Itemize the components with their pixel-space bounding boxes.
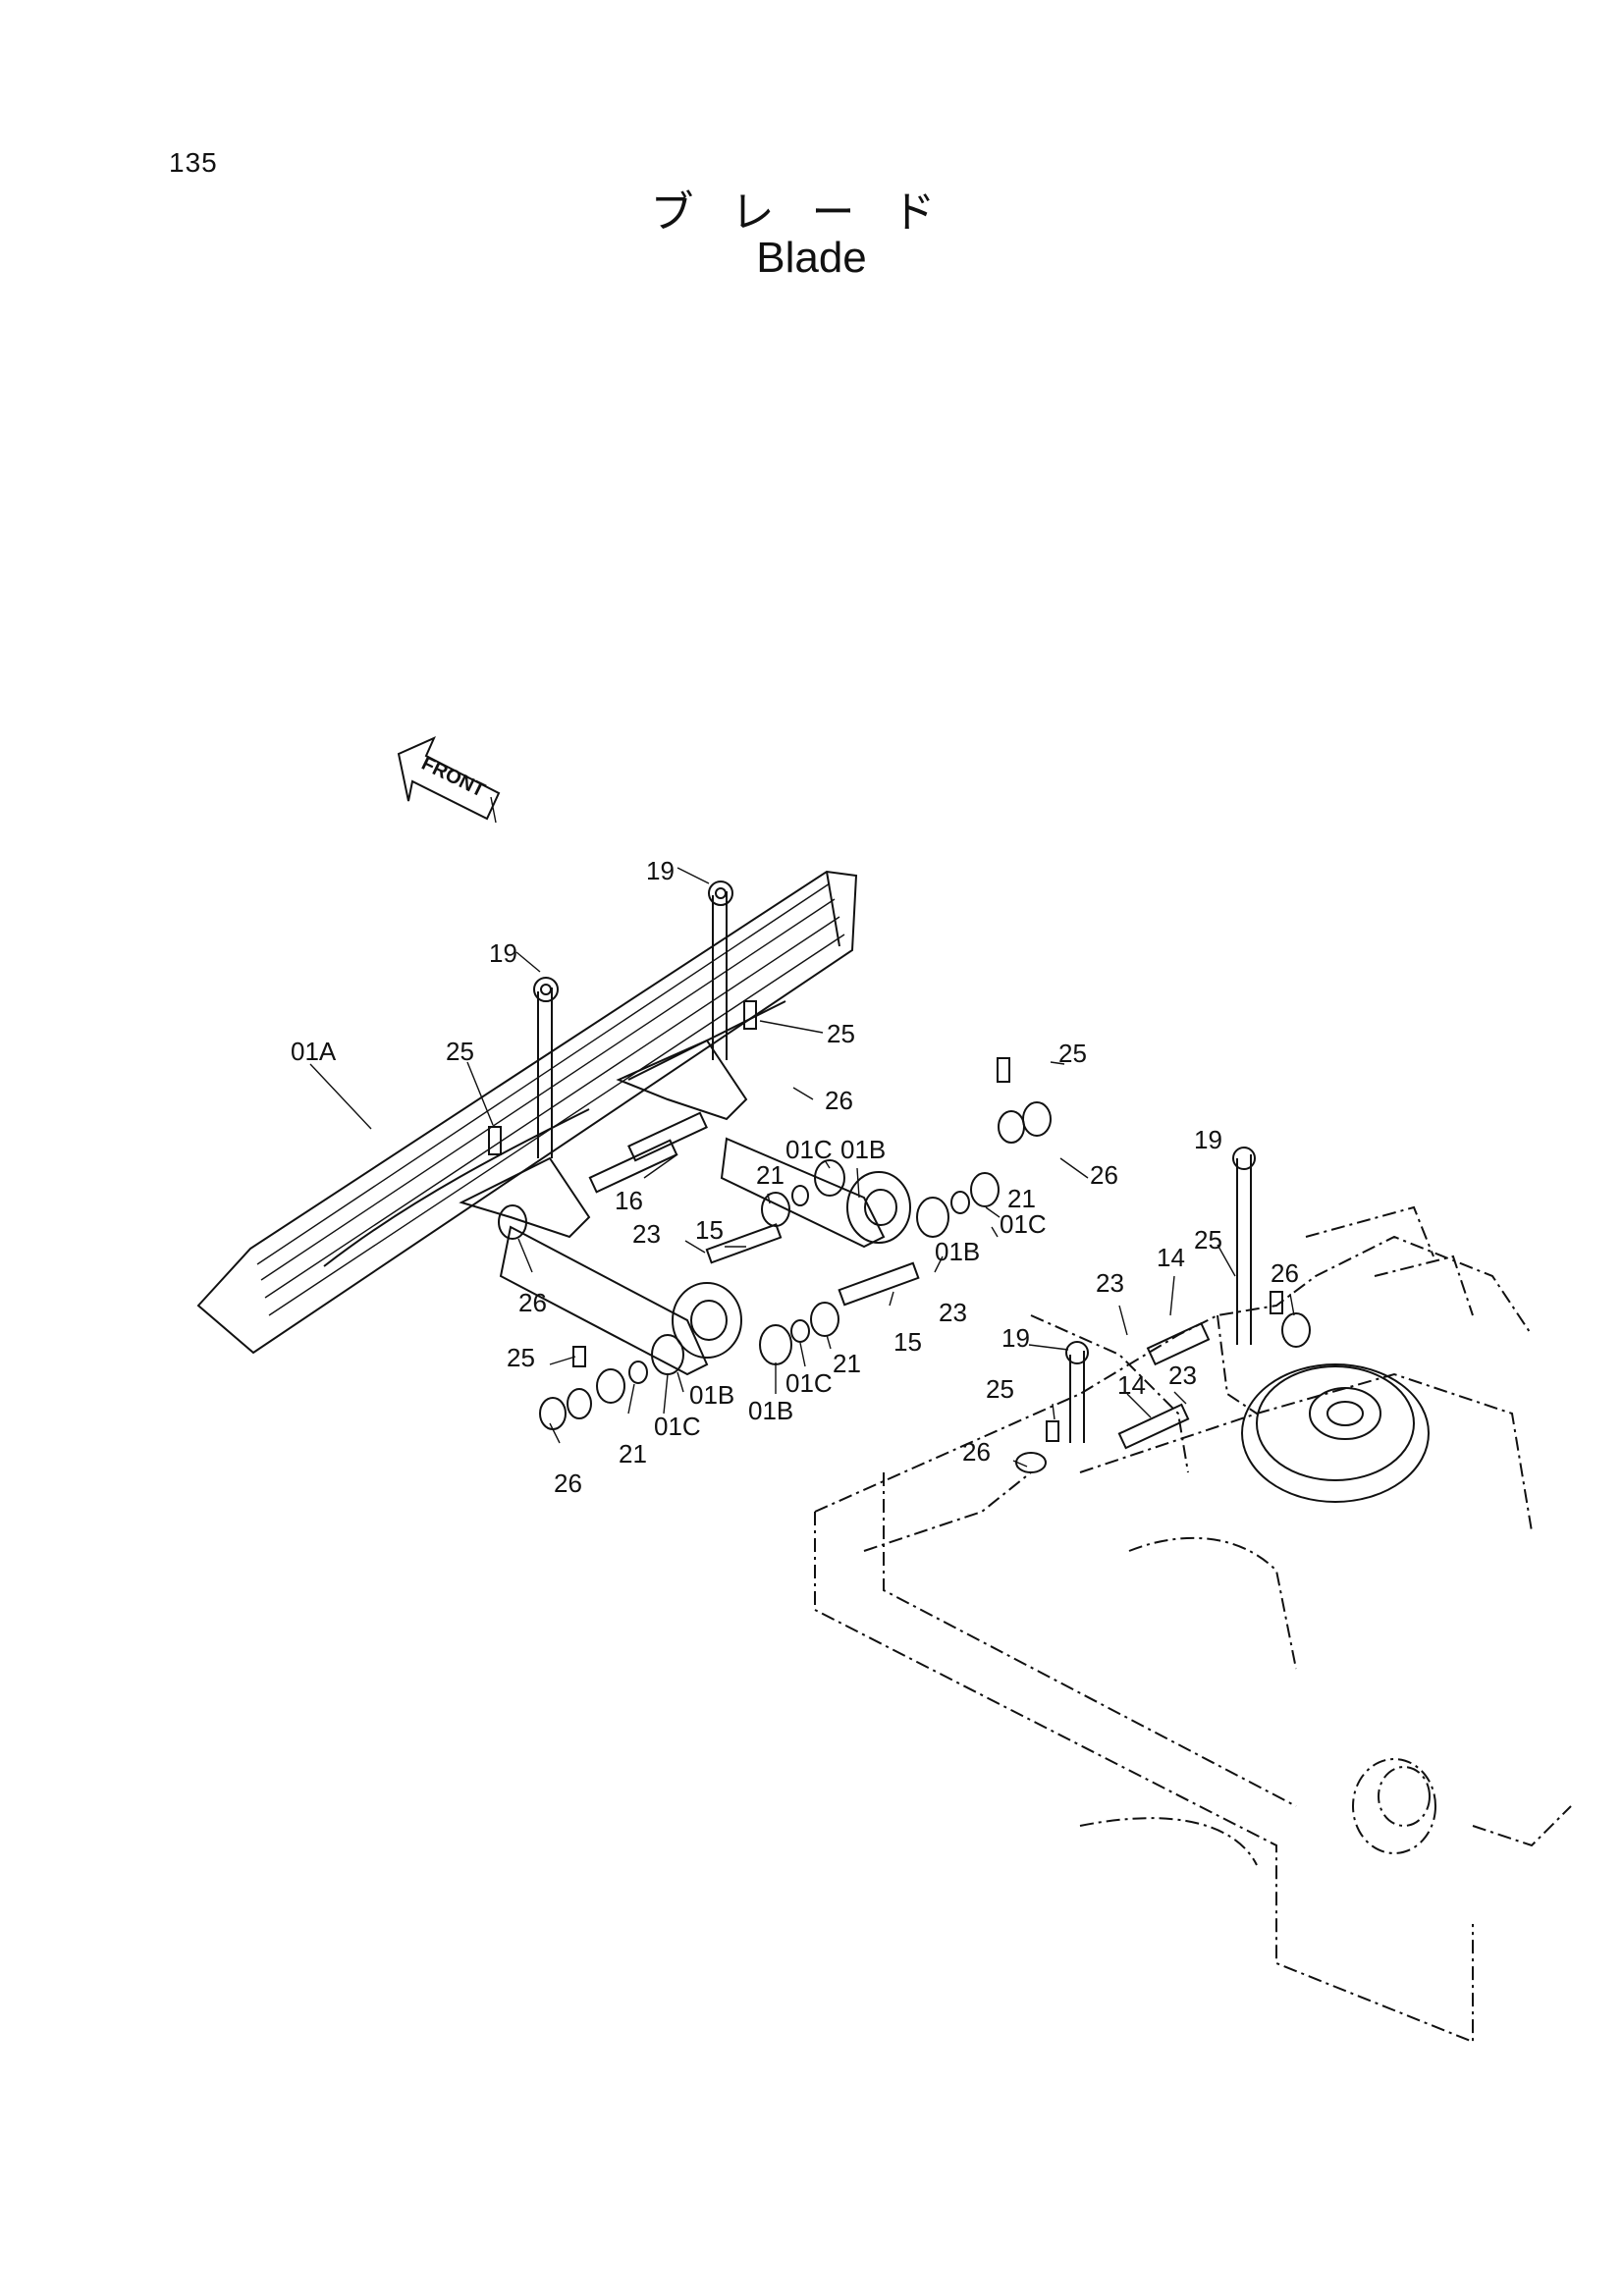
- part-label-25: 25: [1058, 1039, 1087, 1068]
- part-labels: 19 19 01A 25 25 26 25 26 16 21 01C 01B 0…: [291, 856, 1299, 1498]
- part-label-26: 26: [1271, 1258, 1299, 1288]
- part-label-26: 26: [962, 1437, 991, 1467]
- part-label-26: 26: [1090, 1160, 1118, 1190]
- part-label-21: 21: [756, 1160, 784, 1190]
- frame-brackets: [1065, 1147, 1256, 1443]
- part-label-01C: 01C: [654, 1412, 701, 1441]
- part-label-21: 21: [833, 1349, 861, 1378]
- part-label-23: 23: [939, 1298, 967, 1327]
- part-label-14: 14: [1117, 1370, 1146, 1400]
- part-label-26: 26: [825, 1086, 853, 1115]
- part-label-23: 23: [1168, 1361, 1197, 1390]
- part-label-15: 15: [695, 1215, 724, 1245]
- part-label-01C: 01C: [1000, 1209, 1047, 1239]
- part-label-21: 21: [1007, 1184, 1036, 1213]
- part-label-16: 16: [615, 1186, 643, 1215]
- part-label-01B: 01B: [748, 1396, 793, 1425]
- title-english: Blade: [756, 234, 867, 282]
- part-label-14: 14: [1157, 1243, 1185, 1272]
- part-label-15: 15: [893, 1327, 922, 1357]
- part-label-19: 19: [1194, 1125, 1222, 1154]
- swing-bearing: [1241, 1363, 1430, 1503]
- roll-pins: [488, 1000, 1283, 1442]
- part-label-25: 25: [446, 1037, 474, 1066]
- part-label-21: 21: [619, 1439, 647, 1468]
- part-label-19: 19: [646, 856, 675, 885]
- front-arrow: FRONT: [397, 736, 501, 824]
- part-label-25: 25: [827, 1019, 855, 1048]
- part-label-19: 19: [489, 938, 517, 968]
- leader-lines: [309, 867, 1295, 1468]
- page-number: 135: [169, 147, 218, 178]
- part-label-26: 26: [518, 1288, 547, 1317]
- part-label-01B: 01B: [935, 1237, 980, 1266]
- blade-arms: [499, 1137, 911, 1376]
- part-label-01C: 01C: [785, 1135, 833, 1164]
- blade-shape: [196, 870, 858, 1355]
- part-label-01B: 01B: [689, 1380, 734, 1410]
- part-label-01A: 01A: [291, 1037, 337, 1066]
- part-label-23: 23: [632, 1219, 661, 1249]
- undercarriage-frame: [814, 1205, 1572, 2044]
- part-label-26: 26: [554, 1468, 582, 1498]
- title-japanese: ブレード: [650, 187, 973, 238]
- pins: [588, 1111, 1211, 1450]
- part-label-25: 25: [507, 1343, 535, 1372]
- part-label-23: 23: [1096, 1268, 1124, 1298]
- bushings-washers: [498, 1101, 1311, 1473]
- front-arrow-label: FRONT: [418, 753, 489, 802]
- blade-brackets: [459, 881, 748, 1239]
- part-label-25: 25: [1194, 1225, 1222, 1255]
- part-label-01B: 01B: [840, 1135, 886, 1164]
- part-label-25: 25: [986, 1374, 1014, 1404]
- part-label-01C: 01C: [785, 1368, 833, 1398]
- part-label-19: 19: [1001, 1323, 1030, 1353]
